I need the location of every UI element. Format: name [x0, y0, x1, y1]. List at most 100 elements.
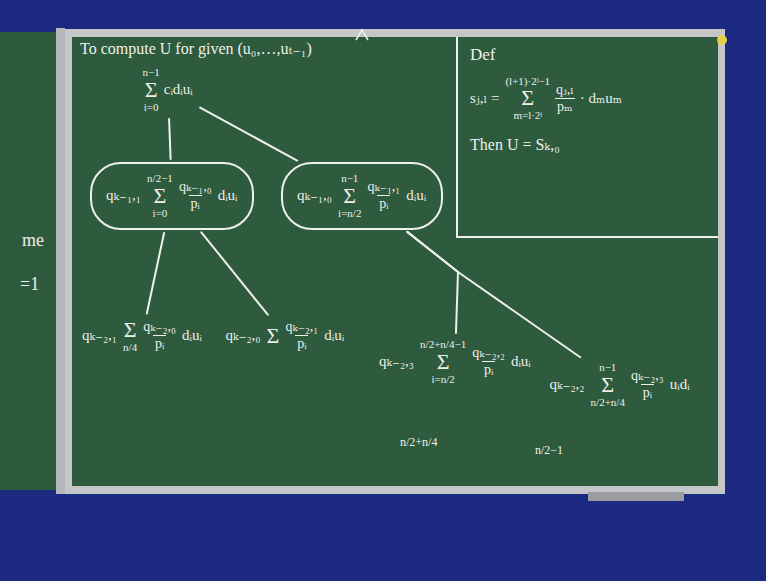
- math-num: qₖ₋₁,₁: [365, 179, 402, 195]
- circled-sum: qₖ₋₁,₀n−1Σi=n/2qₖ₋₁,₁pᵢdᵢuᵢ: [281, 162, 443, 230]
- math-pre: qₖ₋₁,₀: [297, 187, 332, 204]
- math-post: dᵢuᵢ: [511, 353, 531, 370]
- board-frame: [65, 29, 725, 494]
- math-post: dᵢuᵢ: [406, 187, 426, 204]
- board-surface: [72, 37, 718, 486]
- tree-branch: [201, 232, 267, 314]
- chalk-tray: [588, 492, 684, 501]
- formula-row: qₖ₋₂,₃ n/2+n/4−1Σi=n/2qₖ₋₂,₂pᵢdᵢuᵢ: [379, 338, 531, 385]
- math-num: qₖ₋₂,₀: [141, 319, 178, 335]
- math-num: qₖ₋₁,₀: [177, 179, 214, 195]
- sum-column: n−1Σn/2+n/4: [591, 361, 625, 408]
- math-num: qⱼ,ₗ: [554, 82, 576, 98]
- math-low: i=n/2: [338, 207, 361, 220]
- chalk-note: =1: [20, 274, 39, 295]
- math-low: m=l·2ʲ: [513, 109, 542, 122]
- fraction: qₖ₋₂,₀pᵢ: [141, 319, 178, 352]
- math-num: qₖ₋₂,₁: [283, 319, 320, 335]
- side-board: [0, 32, 56, 490]
- math-den: pᵢ: [377, 195, 390, 212]
- sum-expression: qₖ₋₂,₂n−1Σn/2+n/4qₖ₋₂,₃pᵢuᵢdᵢ: [546, 359, 695, 411]
- sum-column: n/2−1Σi=0: [147, 172, 173, 219]
- math-num: qₖ₋₂,₃: [629, 368, 666, 384]
- sum-expression: qₖ₋₂,₀Σqₖ₋₂,₁pᵢdᵢuᵢ: [222, 317, 349, 355]
- math-post: uᵢdᵢ: [670, 376, 690, 393]
- math-post: cᵢdᵢuᵢ: [164, 81, 193, 98]
- formula-row: n−1Σi=0cᵢdᵢuᵢ: [143, 66, 194, 113]
- math-sig: Σ: [124, 319, 137, 341]
- tree-branch: [407, 232, 458, 333]
- math-sig: Σ: [521, 87, 534, 109]
- math-pre: qₖ₋₂,₃: [379, 353, 414, 370]
- math-sig: Σ: [267, 325, 280, 347]
- formula-row: qₖ₋₂,₂n−1Σn/2+n/4qₖ₋₂,₃pᵢuᵢdᵢ: [550, 361, 691, 408]
- formula-row: sⱼ,ₗ =(l+1)·2ʲ−1Σm=l·2ʲqⱼ,ₗpₘ· dₘuₘ: [470, 75, 706, 122]
- math-post: dᵢuᵢ: [182, 327, 202, 344]
- math-pre: sⱼ,ₗ =: [470, 90, 499, 107]
- fraction: qₖ₋₂,₁pᵢ: [283, 319, 320, 352]
- math-sig: Σ: [343, 185, 356, 207]
- math-den: pᵢ: [641, 384, 654, 401]
- fraction: qₖ₋₁,₁pᵢ: [365, 179, 402, 212]
- math-pre: qₖ₋₂,₀: [226, 327, 261, 344]
- math-up: n/2+n/4−1: [420, 338, 466, 351]
- math-up: n−1: [143, 66, 160, 79]
- sum-expression: n−1Σi=0cᵢdᵢuᵢ: [139, 64, 198, 116]
- math-pre: qₖ₋₁,₁: [106, 187, 141, 204]
- fraction: qₖ₋₂,₂pᵢ: [470, 345, 507, 378]
- math-low: i=n/2: [431, 373, 454, 386]
- sum-column: Σn/4: [123, 319, 137, 354]
- board-frame: [56, 28, 65, 494]
- math-low: i=0: [153, 207, 168, 220]
- tree-branch: [200, 108, 297, 161]
- math-low: n/4: [123, 341, 137, 354]
- chalk-note: n/2+n/4: [400, 436, 437, 450]
- fraction: qⱼ,ₗpₘ: [554, 82, 576, 115]
- math-sig: Σ: [601, 374, 614, 396]
- math-den: pᵢ: [482, 361, 495, 378]
- math-up: n/2−1: [147, 172, 173, 185]
- math-pre: qₖ₋₂,₂: [550, 376, 585, 393]
- sum-expression: qₖ₋₂,₃ n/2+n/4−1Σi=n/2qₖ₋₂,₂pᵢdᵢuᵢ: [375, 336, 535, 388]
- sum-column: n−1Σi=n/2: [338, 172, 361, 219]
- tree-branch: [147, 233, 164, 314]
- chalk-mark: [356, 30, 368, 40]
- math-pre: qₖ₋₂,₁: [82, 327, 117, 344]
- chalk-note: me: [22, 230, 44, 251]
- math-low: n/2+n/4: [591, 396, 625, 409]
- math-sig: Σ: [154, 185, 167, 207]
- math-head: Def: [470, 45, 706, 65]
- sum-column: (l+1)·2ʲ−1Σm=l·2ʲ: [505, 75, 550, 122]
- math-den: pᵢ: [295, 335, 308, 352]
- magnet: [717, 35, 727, 45]
- math-up: n−1: [341, 172, 358, 185]
- math-up: (l+1)·2ʲ−1: [505, 75, 550, 88]
- math-den: pᵢ: [189, 195, 202, 212]
- sum-column: n−1Σi=0: [143, 66, 160, 113]
- math-tail: Then U = Sₖ,₀: [470, 136, 706, 154]
- formula-row: qₖ₋₁,₁n/2−1Σi=0qₖ₋₁,₀pᵢdᵢuᵢ: [106, 172, 238, 219]
- math-post: · dₘuₘ: [580, 90, 622, 107]
- chalk-note: n/2−1: [535, 444, 563, 458]
- math-up: n−1: [599, 361, 616, 374]
- tree-branch: [169, 119, 171, 159]
- math-num: qₖ₋₂,₂: [470, 345, 507, 361]
- sum-expression: qₖ₋₂,₁ Σn/4 qₖ₋₂,₀pᵢdᵢuᵢ: [78, 317, 206, 356]
- tree-branch: [407, 232, 580, 357]
- formula-row: qₖ₋₂,₀Σqₖ₋₂,₁pᵢdᵢuᵢ: [226, 319, 345, 352]
- circled-sum: qₖ₋₁,₁n/2−1Σi=0qₖ₋₁,₀pᵢdᵢuᵢ: [90, 162, 254, 230]
- math-low: i=0: [144, 101, 159, 114]
- sum-column: n/2+n/4−1Σi=n/2: [420, 338, 466, 385]
- math-sig: Σ: [145, 79, 158, 101]
- formula-row: qₖ₋₁,₀n−1Σi=n/2qₖ₋₁,₁pᵢdᵢuᵢ: [297, 172, 427, 219]
- fraction: qₖ₋₁,₀pᵢ: [177, 179, 214, 212]
- sum-column: Σ: [267, 325, 280, 347]
- math-post: dᵢuᵢ: [218, 187, 238, 204]
- fraction: qₖ₋₂,₃pᵢ: [629, 368, 666, 401]
- formula-row: qₖ₋₂,₁ Σn/4 qₖ₋₂,₀pᵢdᵢuᵢ: [82, 319, 202, 354]
- math-den: pᵢ: [153, 335, 166, 352]
- definition-box: Defsⱼ,ₗ =(l+1)·2ʲ−1Σm=l·2ʲqⱼ,ₗpₘ· dₘuₘTh…: [456, 37, 718, 238]
